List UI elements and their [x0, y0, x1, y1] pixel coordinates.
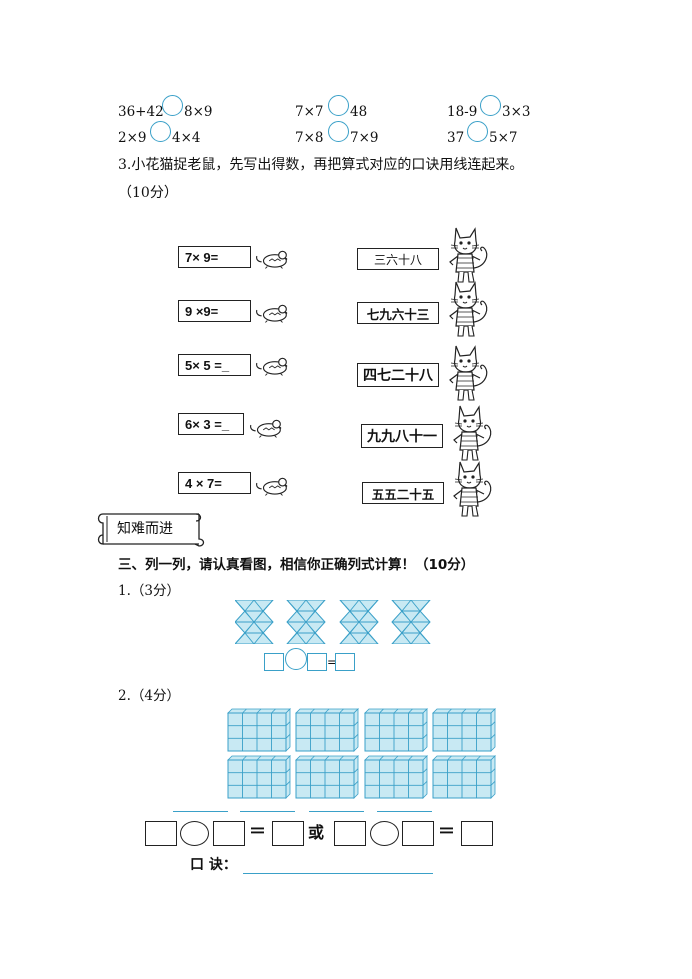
or-label: 或 [308, 823, 325, 842]
blank-line[interactable] [173, 811, 228, 812]
section3-heading: 三、列一列，请认真看图，相信你正确列式计算！（10分） [118, 557, 475, 573]
blank-line[interactable] [240, 811, 295, 812]
blank-line[interactable] [377, 811, 432, 812]
equation-box[interactable]: 6× 3 =_ [178, 413, 244, 435]
equals-sign: ＝ [438, 822, 455, 842]
compare-circle-r1-a[interactable] [162, 95, 183, 116]
equals-sign: = [327, 655, 338, 669]
equals-sign: ＝ [249, 822, 266, 842]
compare-r2-c-left: 37 [447, 130, 465, 146]
equation-text: 5× 5 = [185, 357, 222, 373]
rhyme-box[interactable]: 五五二十五 [362, 482, 444, 504]
operator-circle[interactable] [370, 821, 399, 846]
equation-box[interactable]: 7× 9= [178, 246, 251, 268]
scroll-icon [97, 513, 205, 547]
mouse-icon [248, 415, 286, 439]
answer-box[interactable] [264, 653, 284, 671]
compare-r2-b-right: 7×9 [350, 130, 379, 146]
answer-box[interactable] [335, 653, 355, 671]
equation-text: 6× 3 = [185, 416, 222, 432]
equation-box[interactable]: 9 ×9= [178, 300, 251, 322]
koujue-label: 口 诀： [190, 857, 237, 873]
cat-icon [446, 278, 492, 340]
hexagram-figures [235, 600, 431, 644]
q3-points: （10分） [118, 185, 178, 201]
compare-circle-r1-c[interactable] [480, 95, 501, 116]
equation-blank: _ [221, 416, 230, 432]
equation-text: 7× 9= [185, 249, 219, 265]
answer-box[interactable] [307, 653, 327, 671]
compare-circle-r2-b[interactable] [328, 121, 349, 142]
p1-label: 1.（3分） [118, 583, 180, 599]
mouse-icon [254, 300, 292, 324]
compare-circle-r2-c[interactable] [467, 121, 488, 142]
compare-r2-a-left: 2×9 [118, 130, 147, 146]
cat-icon [446, 342, 492, 404]
compare-r2-c-right: 5×7 [489, 130, 518, 146]
operator-circle[interactable] [285, 648, 307, 670]
rhyme-box[interactable]: 三六十八 [357, 248, 439, 270]
rhyme-box[interactable]: 九九八十一 [361, 424, 443, 448]
blank-line[interactable] [309, 811, 364, 812]
p2-label: 2.（4分） [118, 688, 180, 704]
equation-blank: _ [221, 357, 230, 373]
compare-r1-c-right: 3×3 [502, 104, 531, 120]
answer-box[interactable] [402, 821, 434, 846]
cat-icon [446, 224, 492, 286]
answer-box[interactable] [213, 821, 245, 846]
equation-text: 9 ×9= [185, 303, 219, 319]
compare-r1-a-left: 36+42 [118, 104, 164, 120]
answer-box[interactable] [334, 821, 366, 846]
equation-box[interactable]: 4 × 7= [178, 472, 251, 494]
mouse-icon [254, 473, 292, 497]
equation-text: 4 × 7= [185, 475, 222, 491]
koujue-blank-line[interactable] [243, 873, 433, 874]
operator-circle[interactable] [180, 821, 209, 846]
cube-blocks [227, 708, 496, 799]
answer-box[interactable] [461, 821, 493, 846]
rhyme-box[interactable]: 七九六十三 [357, 302, 439, 324]
equation-box[interactable]: 5× 5 =_ [178, 354, 251, 376]
section-banner: 知难而进 [95, 511, 205, 547]
mouse-icon [254, 353, 292, 377]
compare-r2-a-right: 4×4 [172, 130, 201, 146]
compare-r1-a-right: 8×9 [184, 104, 213, 120]
compare-circle-r1-b[interactable] [328, 95, 349, 116]
q3-title: 3.小花猫捉老鼠，先写出得数，再把算式对应的口诀用线连起来。 [118, 157, 524, 173]
cat-icon [450, 458, 496, 520]
compare-r1-b-right: 48 [350, 104, 368, 120]
rhyme-box[interactable]: 四七二十八 [357, 363, 439, 387]
mouse-icon [254, 246, 292, 270]
compare-r2-b-left: 7×8 [295, 130, 324, 146]
answer-box[interactable] [272, 821, 304, 846]
cat-icon [450, 402, 496, 464]
banner-text: 知难而进 [117, 521, 173, 537]
answer-box[interactable] [145, 821, 177, 846]
compare-r1-c-left: 18-9 [447, 104, 478, 120]
compare-circle-r2-a[interactable] [150, 121, 171, 142]
compare-r1-b-left: 7×7 [295, 104, 324, 120]
